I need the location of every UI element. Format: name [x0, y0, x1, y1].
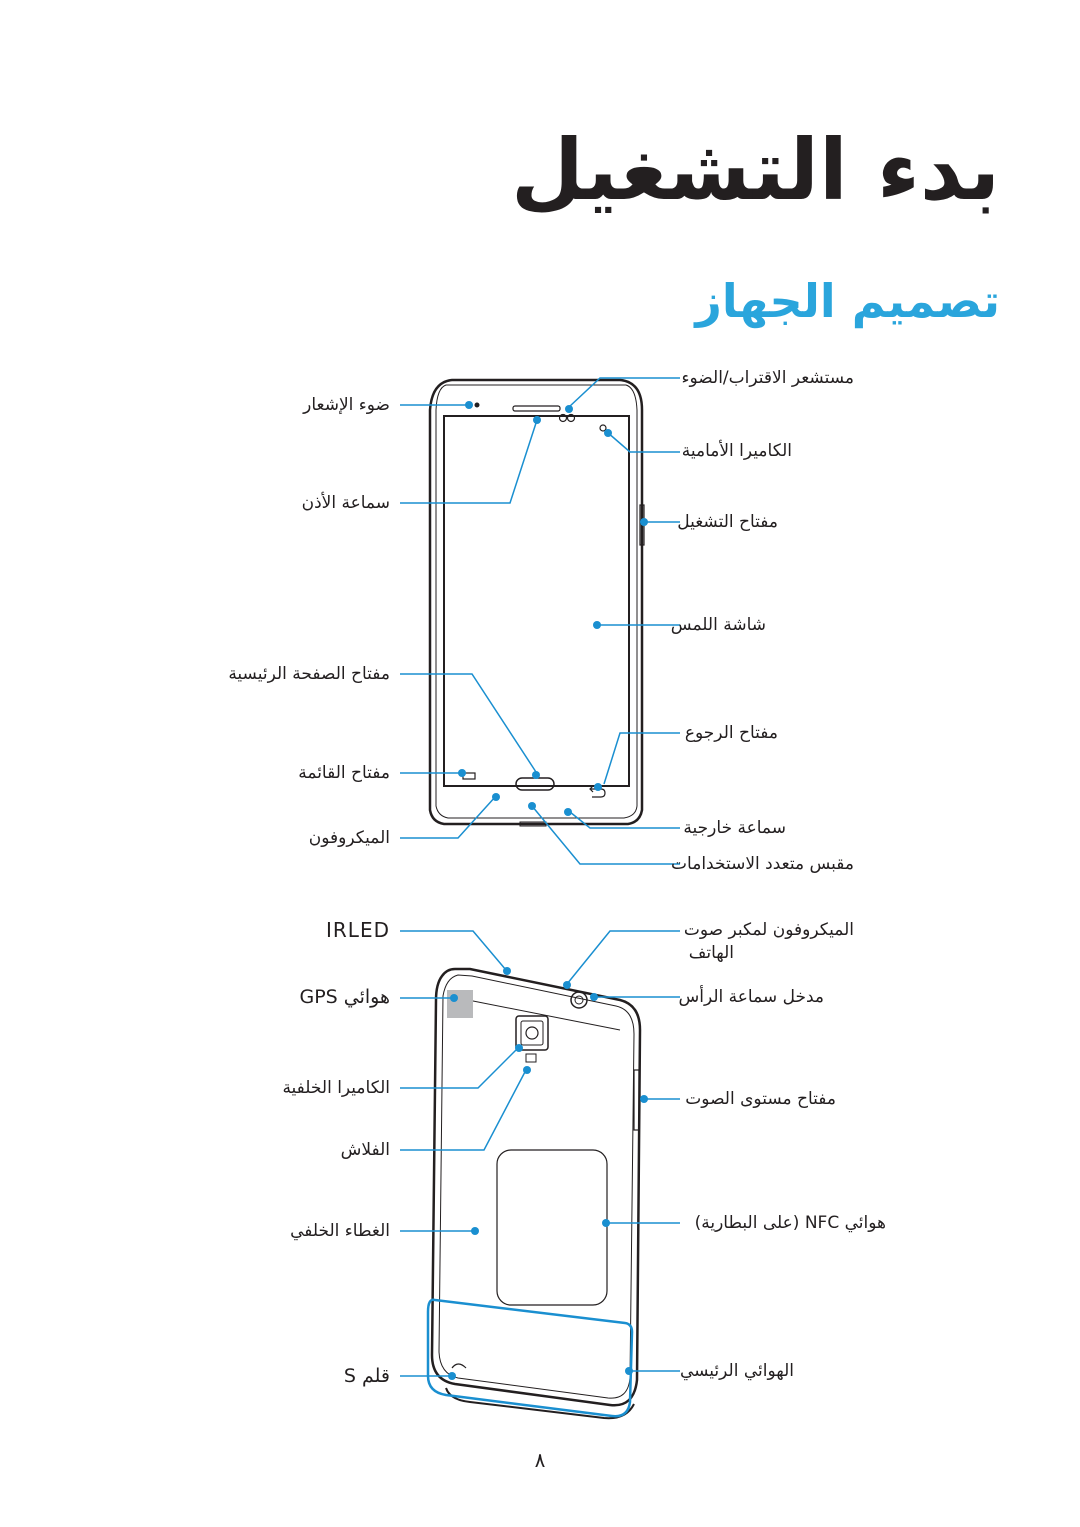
back-callout-lines [400, 930, 680, 1377]
page-title: بدء التشغيل [510, 121, 1000, 219]
label-s-pen: قلم S [343, 1365, 390, 1387]
label-earpiece: سماعة الأذن [301, 493, 390, 513]
label-flash: الفلاش [340, 1140, 390, 1160]
label-irled: IRLED [326, 918, 390, 942]
label-notification-light: ضوء الإشعار [303, 395, 390, 415]
label-front-camera: الكاميرا الأمامية [681, 441, 792, 461]
label-mic-speakerphone-line2: الهاتف [688, 943, 734, 963]
back-device-illustration [430, 967, 642, 1420]
front-callout-dots [458, 401, 648, 816]
front-callout-lines [400, 377, 680, 865]
section-title: تصميم الجهاز [695, 274, 1000, 328]
label-power-key: مفتاح التشغيل [677, 512, 778, 532]
page-number: ٨ [534, 1448, 546, 1472]
label-gps-antenna: هوائي GPS [299, 986, 390, 1008]
label-nfc-antenna: هوائي NFC (على البطارية) [694, 1213, 886, 1233]
label-main-antenna: الهوائي الرئيسي [679, 1361, 794, 1381]
label-volume-key: مفتاح مستوى الصوت [685, 1089, 836, 1109]
label-multipurpose-jack: مقبس متعدد الاستخدامات [671, 854, 854, 874]
label-home-key: مفتاح الصفحة الرئيسية [228, 664, 390, 684]
label-back-cover: الغطاء الخلفي [290, 1221, 390, 1241]
label-back-key: مفتاح الرجوع [684, 723, 778, 743]
label-menu-key: مفتاح القائمة [298, 763, 390, 783]
label-touch-screen: شاشة اللمس [670, 615, 766, 635]
gps-antenna-patch [447, 990, 473, 1018]
label-microphone: الميكروفون [308, 828, 390, 848]
label-headset-jack: مدخل سماعة الرأس [678, 987, 825, 1007]
main-antenna-outline [426, 1298, 634, 1418]
label-mic-speakerphone: الميكروفون لمكبر صوت [683, 920, 854, 940]
back-callout-dots [448, 967, 648, 1380]
label-proximity-sensor: مستشعر الاقتراب/الضوء [681, 368, 854, 388]
label-rear-camera: الكاميرا الخلفية [282, 1078, 390, 1098]
label-speaker: سماعة خارجية [683, 818, 786, 838]
